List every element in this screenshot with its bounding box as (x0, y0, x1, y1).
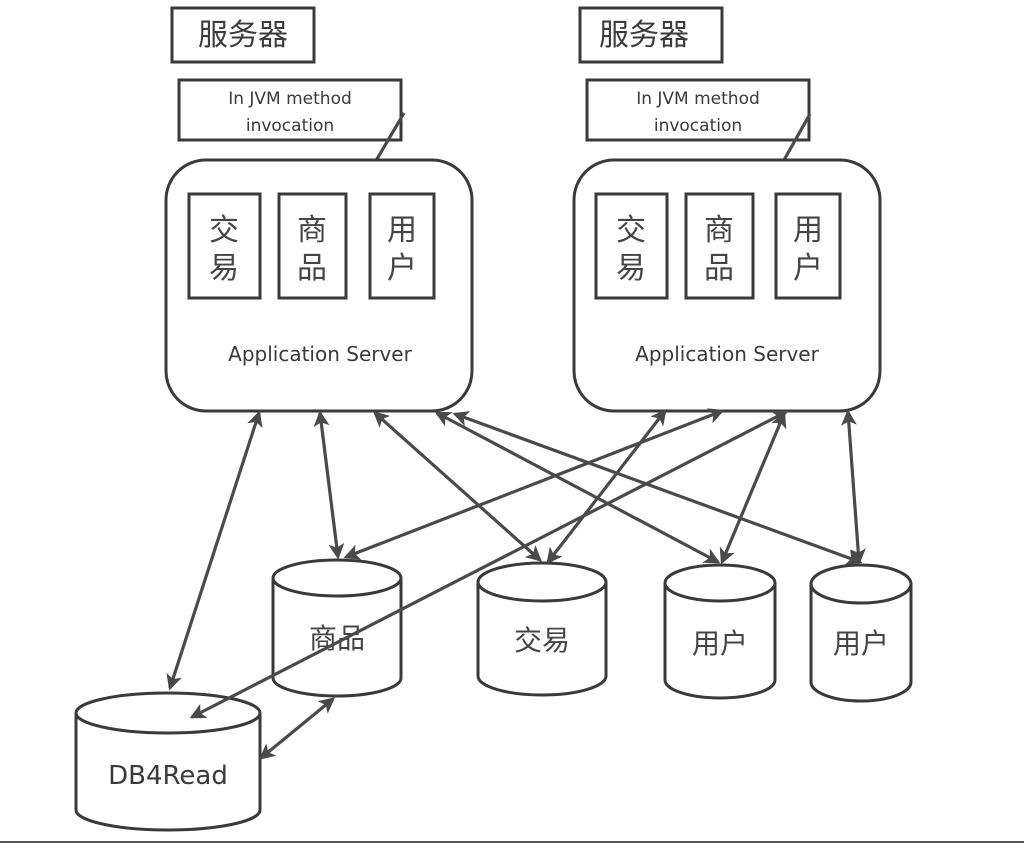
db-user-2: 用户 (809, 563, 913, 703)
server-title-box: 服务器 (170, 6, 316, 64)
svg-text:商: 商 (704, 213, 734, 248)
edge-right-trade (546, 408, 667, 565)
svg-text:用: 用 (387, 213, 417, 248)
edge-right-user2 (840, 409, 867, 565)
db-label: DB4Read (108, 761, 228, 791)
svg-text:户: 户 (793, 251, 823, 286)
module-trade: 交 易 (187, 192, 262, 300)
jvm-note-line2: invocation (246, 116, 334, 136)
db-user-1: 用户 (663, 563, 777, 700)
svg-text:户: 户 (387, 251, 417, 286)
db-label: 商品 (309, 622, 365, 655)
server-title: 服务器 (198, 18, 288, 53)
svg-text:品: 品 (704, 251, 734, 286)
application-server-label: Application Server (228, 342, 412, 366)
module-goods: 商 品 (684, 192, 755, 300)
module-trade: 交 易 (594, 192, 669, 300)
db-label: 用户 (692, 627, 748, 660)
application-server-label: Application Server (635, 342, 819, 366)
svg-text:品: 品 (297, 251, 327, 286)
module-goods: 商 品 (277, 192, 348, 300)
module-user: 用 户 (368, 192, 436, 300)
server-left: 服务器 In JVM method invocation 交 易 商 品 用 (164, 6, 474, 413)
svg-text:易: 易 (209, 251, 239, 286)
edge-right-user1 (719, 411, 787, 565)
jvm-note-box: In JVM method invocation (177, 78, 403, 142)
svg-text:交: 交 (209, 213, 239, 248)
db-label: 用户 (833, 627, 889, 660)
connections (166, 408, 867, 760)
jvm-note-line1: In JVM method (228, 89, 352, 109)
db-trade: 交易 (476, 561, 608, 697)
svg-text:用: 用 (793, 213, 823, 248)
db-db4read: DB4Read (74, 691, 262, 832)
server-right: 服务器 In JVM method invocation 交 易 商 品 用 (572, 6, 882, 413)
edge-goods-db4read (258, 697, 336, 760)
edge-left-user1 (434, 411, 721, 564)
application-server-box: 交 易 商 品 用 户 Application Server (164, 158, 474, 413)
svg-text:商: 商 (297, 213, 327, 248)
application-server-box: 交 易 商 品 用 户 Application Server (572, 158, 882, 413)
server-title-box: 服务器 (578, 6, 724, 64)
edge-right-db4read (189, 410, 789, 719)
module-user: 用 户 (774, 192, 842, 300)
db-goods: 商品 (271, 558, 403, 698)
svg-text:交: 交 (616, 213, 646, 248)
edge-left-goods (313, 410, 345, 560)
server-title: 服务器 (599, 18, 689, 53)
db-label: 交易 (514, 624, 570, 657)
jvm-note-line2: invocation (654, 116, 742, 136)
jvm-note-line1: In JVM method (636, 89, 760, 109)
jvm-note-box: In JVM method invocation (585, 78, 811, 142)
svg-text:易: 易 (616, 251, 646, 286)
edge-left-db4read (166, 410, 263, 691)
